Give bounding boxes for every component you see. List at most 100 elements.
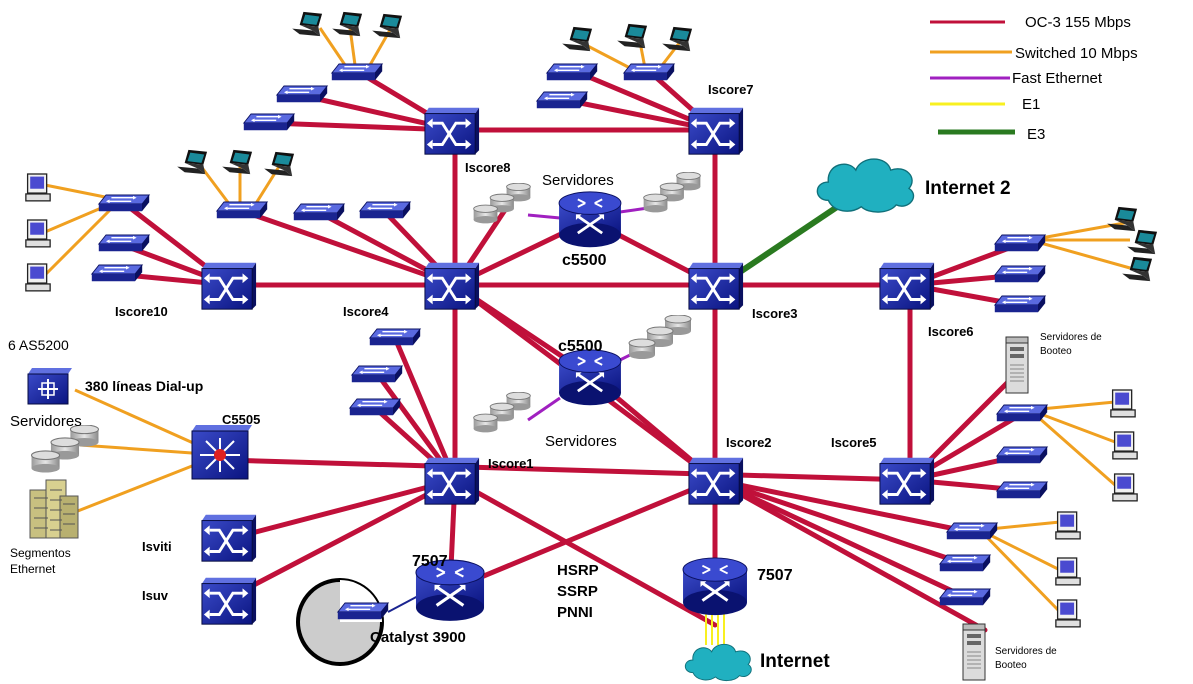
pc-icon	[25, 173, 51, 202]
pc-icon	[1112, 431, 1138, 460]
links-switched-10	[43, 27, 1131, 614]
legend-e3-label: E3	[1027, 126, 1045, 143]
workgroup-switch-icon	[996, 446, 1048, 464]
iscore7-label: Iscore7	[708, 82, 754, 97]
access-server-icon	[27, 368, 72, 405]
iscore3-label: Iscore3	[752, 306, 798, 321]
atm-switch-icon	[687, 261, 745, 310]
booteo-top-line2: Booteo	[1040, 346, 1072, 357]
workgroup-switch-icon	[994, 295, 1046, 313]
pc-icon	[1055, 511, 1081, 540]
workgroup-switch-icon	[994, 234, 1046, 252]
laptop-icon	[264, 151, 295, 177]
workgroup-switch-icon	[939, 554, 991, 572]
atm-switch-icon	[687, 456, 745, 505]
pc-icon	[25, 219, 51, 248]
pc-icon	[1112, 473, 1138, 502]
workgroup-switch-icon	[351, 365, 403, 383]
workgroup-switch-icon	[293, 203, 345, 221]
workgroup-switch-icon	[337, 602, 389, 620]
workgroup-switch-icon	[359, 201, 411, 219]
isuv-label: Isuv	[142, 588, 169, 603]
disk-array-icon	[30, 425, 100, 474]
atm-switch-icon	[423, 106, 481, 155]
as5200-label: 6 AS5200	[8, 337, 69, 353]
iscore5-label: Iscore5	[831, 435, 877, 450]
segmentos-line2: Ethernet	[10, 562, 56, 576]
ssrp-label: SSRP	[557, 583, 598, 600]
legend-switched-label: Switched 10 Mbps	[1015, 45, 1138, 62]
dialup-label: 380 líneas Dial-up	[85, 378, 203, 394]
tower-server-icon	[1005, 336, 1029, 394]
atm-switch-icon	[878, 456, 936, 505]
workgroup-switch-icon	[98, 234, 150, 252]
servidores-mid-label: Servidores	[545, 433, 617, 450]
booteo-bot-line2: Booteo	[995, 660, 1027, 671]
router-icon	[557, 348, 623, 407]
legend-oc3-label: OC-3 155 Mbps	[1025, 14, 1131, 31]
legend: OC-3 155 Mbps Switched 10 Mbps Fast Ethe…	[930, 14, 1138, 143]
links-e1	[705, 612, 725, 645]
workgroup-switch-icon	[939, 588, 991, 606]
pc-icon	[25, 263, 51, 292]
workgroup-switch-icon	[996, 404, 1048, 422]
laptop-icon	[1127, 229, 1158, 255]
cloud-icon	[816, 158, 915, 213]
workgroup-switch-icon	[994, 265, 1046, 283]
router-icon	[681, 556, 749, 617]
catalyst-label: Catalyst 3900	[370, 629, 466, 646]
workgroup-switch-icon	[369, 328, 421, 346]
segmentos-line1: Segmentos	[10, 546, 71, 560]
c5505-switch	[191, 425, 252, 480]
router-icon	[557, 190, 623, 249]
c5500-mid-label: c5500	[558, 338, 603, 355]
disk-array-icon	[473, 392, 531, 433]
node-labels: Iscore8 Iscore7 Iscore10 Iscore4 Iscore3…	[115, 82, 974, 603]
servidores-top-label: Servidores	[542, 172, 614, 189]
workgroup-switch-icon	[546, 63, 598, 81]
laptop-icon	[372, 13, 403, 39]
iscore1-label: Iscore1	[488, 456, 534, 471]
pc-icon	[1055, 599, 1081, 628]
annotation-labels: Servidores Servidores Servidores 6 AS520…	[8, 172, 617, 621]
tower-server-icon	[962, 623, 986, 681]
workgroup-switch-icon	[98, 194, 150, 212]
atm-switch-icon	[200, 261, 258, 310]
atm-switch-icon	[423, 261, 481, 310]
atm-switch-icon	[423, 456, 481, 505]
workgroup-switch-icon	[536, 91, 588, 109]
workgroup-switch-icon	[996, 481, 1048, 499]
laptop-icon	[1122, 256, 1153, 282]
iscore2-label: Iscore2	[726, 435, 772, 450]
r7507-left-label: 7507	[412, 553, 448, 570]
workgroup-switch-icon	[623, 63, 675, 81]
pnni-label: PNNI	[557, 604, 593, 621]
disk-array-icon	[628, 315, 692, 360]
laptop-icon	[1107, 206, 1138, 232]
iscore10-label: Iscore10	[115, 304, 168, 319]
atm-switch-icon	[200, 576, 258, 625]
laptop-icon	[562, 26, 593, 52]
legend-e1-label: E1	[1022, 96, 1040, 113]
legend-fe-label: Fast Ethernet	[1012, 70, 1103, 87]
c5505-label: C5505	[222, 412, 260, 427]
laptop-icon	[177, 149, 208, 175]
booteo-top-line1: Servidores de	[1040, 332, 1102, 343]
disk-array-icon	[643, 172, 701, 213]
workgroup-switch-icon	[216, 201, 268, 219]
catalyst-3900	[296, 578, 421, 666]
iscore8-label: Iscore8	[465, 160, 511, 175]
building-icon	[29, 479, 79, 539]
iscore6-label: Iscore6	[928, 324, 974, 339]
workgroup-switch-icon	[91, 264, 143, 282]
booteo-bot-line1: Servidores de	[995, 646, 1057, 657]
atm-switch-icon	[200, 513, 258, 562]
laptop-icon	[292, 11, 323, 37]
r7507-right-label: 7507	[757, 567, 793, 584]
c5500-top-label: c5500	[562, 252, 607, 269]
laptop-icon	[662, 26, 693, 52]
atm-switch-icon	[687, 106, 745, 155]
workgroup-switch-icon	[946, 522, 998, 540]
hsrp-label: HSRP	[557, 562, 599, 579]
atm-switch-icon	[878, 261, 936, 310]
